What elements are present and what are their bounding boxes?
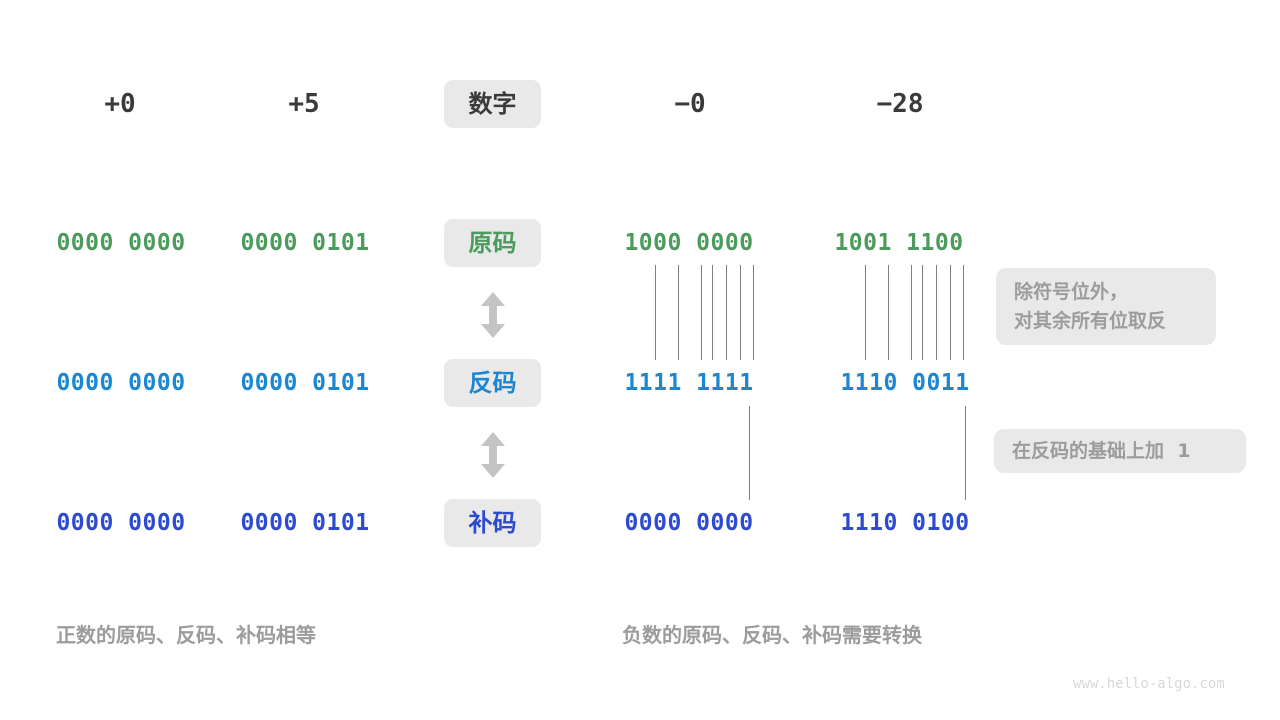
value-sign-magnitude-minus-zero: 1000 0000 [624, 230, 754, 256]
row-chip-sign-magnitude: 原码 [444, 219, 541, 267]
double-arrow-icon-invert [478, 292, 508, 342]
value-ones-complement-minus-twentyeight: 1110 0011 [840, 370, 970, 396]
value-twos-complement-plus-zero: 0000 0000 [56, 510, 186, 536]
caption-negative: 负数的原码、反码、补码需要转换 [622, 623, 922, 647]
connector-line [749, 406, 750, 500]
note-add-one-line-1: 在反码的基础上加 1 [1012, 439, 1191, 462]
value-ones-complement-minus-zero: 1111 1111 [624, 370, 754, 396]
column-header-minus-twentyeight: −28 [876, 89, 924, 119]
connector-line [740, 265, 741, 360]
value-ones-complement-plus-five: 0000 0101 [240, 370, 370, 396]
row-chip-ones-complement: 反码 [444, 359, 541, 407]
row-chip-ones-complement-label: 反码 [468, 368, 517, 397]
column-header-minus-zero: −0 [674, 89, 706, 119]
connector-line [963, 265, 964, 360]
value-twos-complement-minus-twentyeight: 1110 0100 [840, 510, 970, 536]
connector-line [655, 265, 656, 360]
caption-positive: 正数的原码、反码、补码相等 [56, 623, 316, 647]
connector-line [936, 265, 937, 360]
value-sign-magnitude-plus-zero: 0000 0000 [56, 230, 186, 256]
connector-line [965, 406, 966, 500]
value-sign-magnitude-plus-five: 0000 0101 [240, 230, 370, 256]
note-invert-line-1: 除符号位外， [1014, 281, 1129, 303]
value-twos-complement-plus-five: 0000 0101 [240, 510, 370, 536]
row-chip-twos-complement-label: 补码 [468, 508, 517, 537]
connector-line [753, 265, 754, 360]
value-sign-magnitude-minus-twentyeight: 1001 1100 [834, 230, 964, 256]
connector-line [701, 265, 702, 360]
connector-line [712, 265, 713, 360]
note-invert-line-2: 对其余所有位取反 [1014, 309, 1167, 332]
column-header-plus-five: +5 [288, 89, 320, 119]
center-chip-number-label: 数字 [468, 89, 517, 118]
connector-line [888, 265, 889, 360]
connector-line [911, 265, 912, 360]
column-header-plus-zero: +0 [104, 89, 136, 119]
connector-line [865, 265, 866, 360]
connector-line [950, 265, 951, 360]
row-chip-sign-magnitude-label: 原码 [468, 228, 517, 257]
value-twos-complement-minus-zero: 0000 0000 [624, 510, 754, 536]
note-invert-bits: 除符号位外， 对其余所有位取反 [996, 268, 1216, 345]
connector-line [678, 265, 679, 360]
connector-line [726, 265, 727, 360]
value-ones-complement-plus-zero: 0000 0000 [56, 370, 186, 396]
watermark: www.hello-algo.com [1073, 676, 1225, 692]
double-arrow-icon-add-one [478, 432, 508, 482]
center-chip-number: 数字 [444, 80, 541, 128]
connector-line [922, 265, 923, 360]
row-chip-twos-complement: 补码 [444, 499, 541, 547]
note-add-one: 在反码的基础上加 1 [994, 429, 1246, 473]
